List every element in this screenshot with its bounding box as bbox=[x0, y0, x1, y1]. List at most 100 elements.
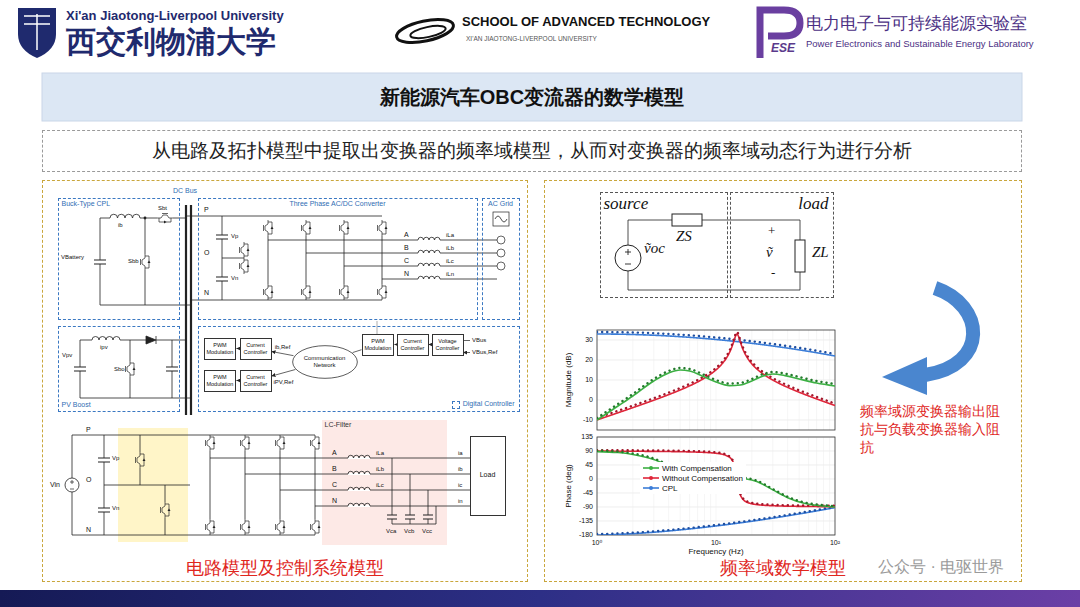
capacitor-symbol bbox=[94, 260, 106, 264]
capacitor-gap bbox=[216, 235, 228, 239]
label-text: iLa bbox=[376, 450, 384, 457]
plot-legend: With CompensationWithout CompensationCPL bbox=[640, 462, 746, 494]
label-text: 10² bbox=[830, 539, 840, 547]
school-logo bbox=[395, 15, 456, 47]
switch-diode bbox=[248, 442, 251, 445]
label-text: A bbox=[404, 231, 409, 239]
switch-symbol bbox=[340, 284, 350, 300]
grid-line bbox=[823, 330, 824, 535]
measured-points bbox=[597, 507, 835, 534]
switch-body bbox=[311, 435, 320, 451]
inductor-symbol bbox=[348, 471, 370, 474]
label-text: B bbox=[332, 465, 337, 473]
label-text: VBattery bbox=[61, 254, 84, 261]
node-text: Three Phase AC/DC Converter bbox=[199, 200, 477, 208]
grid-line bbox=[697, 330, 698, 535]
label-text: -90 bbox=[583, 503, 593, 511]
switch-symbol bbox=[302, 284, 312, 300]
junction-dot bbox=[144, 217, 147, 220]
label-text: iLa bbox=[446, 232, 454, 239]
capacitor-symbol bbox=[216, 235, 228, 239]
switch-diode bbox=[318, 526, 321, 529]
polarity-mark bbox=[625, 249, 631, 264]
label-text: -10 bbox=[583, 416, 593, 424]
label-text: Vp bbox=[112, 455, 119, 462]
label-text: ZS bbox=[676, 228, 692, 245]
label-text: 135 bbox=[581, 433, 593, 441]
label-text: 10¹ bbox=[711, 539, 721, 547]
converter-region: AC Grid bbox=[482, 198, 520, 320]
phase-curve bbox=[597, 452, 835, 507]
label-text: SCHOOL OF ADVANCED TECHNOLOGY bbox=[462, 15, 710, 30]
reference-input bbox=[463, 341, 470, 353]
resistor-symbol bbox=[672, 214, 702, 226]
label-text: Vin bbox=[50, 481, 60, 489]
switch-diode bbox=[309, 291, 312, 294]
label-text: ib bbox=[458, 466, 463, 473]
inductor-symbol bbox=[92, 337, 120, 341]
source-symbol bbox=[615, 245, 641, 271]
inductor-symbol bbox=[348, 487, 370, 490]
label-text: Power Electronics and Sustainable Energy… bbox=[806, 39, 1034, 50]
label-text: Vn bbox=[112, 505, 119, 512]
node-text: Communication Network bbox=[292, 355, 358, 368]
node-text: PWM Modulation bbox=[205, 342, 236, 354]
switch-body bbox=[126, 361, 135, 377]
university-crest bbox=[18, 8, 56, 58]
measured-points bbox=[597, 451, 835, 506]
capacitor-gap bbox=[216, 277, 228, 281]
label-text: ib bbox=[118, 222, 123, 229]
label-text: 0 bbox=[589, 396, 593, 404]
label-text: 0 bbox=[589, 475, 593, 483]
label-text: ia bbox=[458, 450, 463, 457]
wire bbox=[280, 451, 470, 519]
node-text: Digital Controller bbox=[452, 400, 515, 408]
label-text: Vca bbox=[386, 528, 396, 535]
grid-line bbox=[653, 330, 654, 535]
label-text: -180 bbox=[579, 531, 593, 539]
phase-curve bbox=[597, 451, 835, 507]
inductor-symbol bbox=[348, 455, 370, 458]
switch-symbol bbox=[157, 214, 173, 224]
grid-source bbox=[493, 212, 509, 226]
switch-body bbox=[141, 254, 150, 270]
label-text: ic bbox=[458, 482, 462, 489]
label-text: iLc bbox=[446, 258, 454, 265]
switch-body bbox=[302, 220, 311, 236]
switch-diode bbox=[309, 227, 312, 230]
plot-axes bbox=[597, 330, 835, 430]
wire bbox=[344, 236, 497, 284]
label-text: ṽoc bbox=[644, 240, 665, 257]
capacitor-symbol bbox=[98, 508, 110, 512]
switch-body bbox=[276, 519, 285, 535]
switch-symbol bbox=[264, 220, 274, 236]
measured-points bbox=[597, 450, 835, 506]
capacitor-gap bbox=[94, 260, 106, 264]
switch-body bbox=[378, 220, 387, 236]
control-block: Current Controller bbox=[240, 370, 272, 392]
grid-line bbox=[704, 330, 705, 535]
label-text: iLb bbox=[376, 466, 384, 473]
switch-body bbox=[241, 519, 250, 535]
lab-logo bbox=[760, 10, 800, 58]
label-text: 10 bbox=[585, 376, 593, 384]
switch-body bbox=[311, 519, 320, 535]
label-text: C bbox=[404, 257, 409, 265]
switch-body bbox=[378, 284, 387, 300]
signal-arrow bbox=[272, 352, 294, 356]
label-text: N bbox=[86, 526, 91, 534]
label-text: in bbox=[458, 498, 463, 505]
label-text: Vcc bbox=[422, 528, 432, 535]
wire bbox=[186, 216, 382, 300]
switch-body bbox=[264, 220, 273, 236]
switch-diode bbox=[318, 442, 321, 445]
control-block: Voltage Controller bbox=[432, 334, 464, 356]
measured-points bbox=[597, 368, 835, 418]
node-text: AC Grid bbox=[483, 200, 519, 208]
legend-row: With Compensation bbox=[643, 463, 743, 473]
node-text: Current Controller bbox=[241, 342, 271, 354]
label-text: Vn bbox=[231, 275, 238, 282]
legend-sample bbox=[643, 474, 659, 482]
grid-line bbox=[829, 330, 830, 535]
